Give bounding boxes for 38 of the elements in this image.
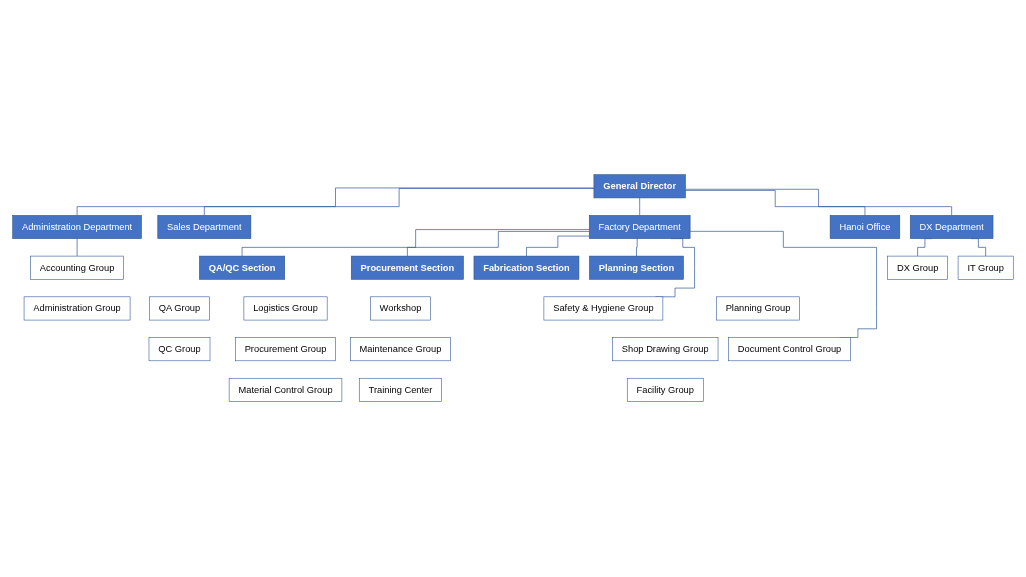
connector: [76, 238, 78, 257]
connector: [639, 198, 641, 217]
node-box: QA Group: [149, 296, 210, 321]
node-box: Procurement Group: [235, 337, 337, 362]
connector: [241, 229, 590, 257]
node-box: QA/QC Section: [199, 256, 286, 281]
node-box: DX Department: [910, 215, 994, 240]
node-box: Material Control Group: [228, 378, 343, 403]
node-box: DX Group: [887, 256, 948, 281]
node-box: QC Group: [148, 337, 211, 362]
node-box: Planning Section: [589, 256, 684, 281]
node-box: Logistics Group: [243, 296, 328, 321]
connector: [204, 188, 595, 217]
node-box: General Director: [593, 174, 686, 199]
connector: [76, 188, 595, 217]
connector: [685, 190, 866, 217]
node-box: Facility Group: [627, 378, 704, 403]
connector: [689, 231, 877, 339]
node-box: Administration Department: [12, 215, 142, 240]
node-box: Document Control Group: [728, 337, 851, 362]
connector: [407, 231, 590, 257]
node-box: Procurement Section: [351, 256, 464, 281]
connector: [685, 189, 952, 217]
node-box: Sales Department: [157, 215, 252, 240]
node-box: Factory Department: [589, 215, 691, 240]
node-box: Hanoi Office: [829, 215, 901, 240]
node-box: IT Group: [957, 256, 1014, 281]
node-box: Administration Group: [23, 296, 131, 321]
node-box: Fabrication Section: [473, 256, 580, 281]
connector: [636, 238, 639, 257]
node-box: Accounting Group: [30, 256, 124, 281]
node-box: Training Center: [359, 378, 442, 403]
node-box: Planning Group: [716, 296, 800, 321]
node-box: Maintenance Group: [350, 337, 451, 362]
node-box: Safety & Hygiene Group: [543, 296, 664, 321]
connector: [526, 236, 590, 257]
node-box: Workshop: [370, 296, 431, 321]
node-box: Shop Drawing Group: [612, 337, 719, 362]
